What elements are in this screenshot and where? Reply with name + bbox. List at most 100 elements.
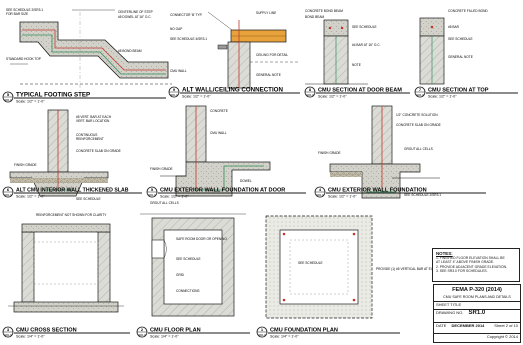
callout-d9-6: GENERAL NOTE: [256, 73, 281, 77]
detail-number-3: 3: [7, 327, 10, 332]
callout-d6-6: SEE SCHEDULE: [76, 197, 101, 201]
detail-scale-5: Scale: 1/2" = 1'-0": [16, 100, 45, 104]
callout-d8-3: #4 BAR AT 16" O.C.: [352, 43, 381, 47]
title-bar-detail-9: 9 SR1.0 ALT WALL/CEILING CONNECTION Scal…: [168, 87, 300, 99]
callout-d9-1: NO GAP: [170, 27, 182, 31]
title-bar-detail-5b: 5 SR1.0 CMU EXTERIOR WALL FOUNDATION AT …: [146, 186, 306, 199]
detail-number-2: 2: [141, 327, 144, 332]
sheet-title-label: SHEET TITLE: [436, 302, 462, 307]
callout-d5-0: SEE SCHEDULE 2/SR3.1: [6, 8, 43, 12]
detail-sheet-2: SR1.0: [138, 333, 146, 337]
detail-wall-ceiling-connection: [207, 11, 300, 89]
callout-d5-5: #5 BOND BEAM: [118, 49, 142, 53]
copyright-text: Copyright © 2014: [486, 334, 518, 339]
detail-title-3: CMU CROSS SECTION: [16, 328, 77, 334]
callout-d4-1: CONCRETE SLAB ON GRADE: [396, 123, 441, 127]
detail-sheet-6: SR1.0: [4, 193, 12, 197]
callout-d8-0: CONCRETE BOND BEAM: [305, 9, 343, 13]
detail-ext-wall-foundation-door: [160, 105, 271, 197]
title-bar-detail-8: 8 SR1.0 CMU SECTION AT DOOR BEAM Scale: …: [304, 86, 410, 99]
callout-d5-1: FOR BAR SIZE: [6, 12, 28, 16]
callout-d7-0: CONCRETE FILLED BOND: [448, 9, 488, 13]
detail-sheet-5: SR1.0: [4, 98, 12, 102]
callout-d5b-0: CONCRETE: [210, 109, 228, 113]
detail-number-6: 6: [7, 187, 10, 192]
detail-title-5b: CMU EXTERIOR WALL FOUNDATION AT DOOR: [160, 188, 285, 194]
detail-scale-5b: Scale: 1/2" = 1'-0": [160, 195, 189, 199]
callout-d4-3: GROUT ALL CELLS: [404, 147, 433, 151]
sheet-of: Sheet 2 of 10: [494, 323, 518, 328]
title-bar-detail-1: 1 SR1.0 CMU FOUNDATION PLAN Scale: 1/4" …: [256, 326, 400, 339]
detail-title-7: CMU SECTION AT TOP: [428, 88, 489, 94]
callout-d4-4: SEE SCHEDULE 2/SR3.1: [404, 193, 441, 197]
detail-number-9: 9: [173, 87, 176, 92]
callout-d3-0: REINFORCEMENT NOT SHOWN FOR CLARITY: [36, 213, 107, 217]
callout-d5b-3: DOWEL: [240, 179, 252, 183]
detail-cmu-section-door-beam: [305, 19, 368, 85]
callout-d5b-4: GROUT ALL CELLS: [150, 201, 179, 205]
callout-d4-2: FINISH GRADE: [318, 151, 341, 155]
detail-cmu-foundation-plan: [265, 215, 373, 319]
callout-d9-2: SEE SCHEDULE 4/SR3.1: [170, 37, 207, 41]
detail-title-8: CMU SECTION AT DOOR BEAM: [318, 88, 402, 94]
detail-sheet-4: SR1.0: [316, 193, 324, 197]
callout-d8-2: BOND BEAM: [305, 15, 324, 19]
callout-d2-2: GRID: [176, 273, 185, 277]
detail-thickened-slab: [9, 109, 109, 197]
callout-d7-2: SEE SCHEDULE: [448, 37, 473, 41]
detail-cmu-floor-plan: [140, 213, 246, 317]
detail-title-4: CMU EXTERIOR WALL FOUNDATION: [328, 188, 427, 194]
detail-scale-2: Scale: 1/4" = 1'-0": [150, 335, 179, 339]
notes-item: 2. PROVIDE ADJACENT GRADE ELEVATION.: [436, 264, 508, 269]
detail-sheet-3: SR1.0: [4, 333, 12, 337]
callout-d6-3: REINFORCEMENT: [76, 137, 104, 141]
callout-d2-1: SEE SCHEDULE: [176, 257, 201, 261]
detail-typical-footing-step: [10, 9, 172, 92]
callout-d9-5: CMU WALL: [170, 69, 187, 73]
callout-d2-0: SAFE ROOM DOOR OR OPENING: [176, 237, 227, 241]
callout-d7-1: #5 BAR: [448, 25, 460, 29]
callout-d5-3: #5 DOWEL AT 16" O.C.: [118, 15, 152, 19]
detail-sheet-7: SR1.0: [416, 93, 424, 97]
detail-sheet-9: SR1.0: [170, 93, 178, 97]
title-block-sheet-title-label: SHEET TITLE: [434, 301, 520, 308]
notes-box: NOTES: 1. FINISHED FLOOR ELEVATION SHALL…: [432, 248, 520, 282]
detail-scale-4: Scale: 1/2" = 1'-0": [328, 195, 357, 199]
callout-d5-4: STANDARD HOOK TOP: [6, 57, 41, 61]
title-bar-detail-3: 3 SR1.0 CMU CROSS SECTION Scale: 1/4" = …: [2, 326, 130, 339]
callout-d1-0: PROVIDE (1) #5 VERTICAL BAR AT EVERY COR…: [376, 267, 455, 271]
callout-d4-0: 1/2" CONCRETE SOLUTION: [396, 113, 438, 117]
detail-cmu-cross-section: [8, 223, 124, 313]
detail-sheet-1: SR1.0: [258, 333, 266, 337]
detail-sheet-5b: SR1.0: [148, 193, 156, 197]
title-bar-detail-5: 5 SR1.0 TYPICAL FOOTING STEP Scale: 1/2"…: [2, 92, 166, 104]
callout-d7-3: GENERAL NOTE: [448, 55, 473, 59]
date-label: DATE: [436, 323, 447, 328]
title-block-copyright: Copyright © 2014: [434, 333, 520, 343]
title-block-header: FEMA P-320 (2014): [452, 287, 502, 293]
notes-title: NOTES:: [436, 251, 453, 256]
detail-number-5b: 5: [151, 187, 154, 192]
detail-cmu-section-top: [419, 17, 445, 85]
callout-d5-2: CENTERLINE OF STEP: [118, 10, 153, 14]
detail-title-6: ALT CMU INTERIOR WALL THICKENED SLAB: [16, 188, 129, 194]
callout-d9-0: CONNECTOR 'B' TYP.: [170, 13, 202, 17]
detail-title-5: TYPICAL FOOTING STEP: [16, 92, 90, 99]
title-block-date: DATE DECEMBER 2014 Sheet 2 of 10: [434, 322, 520, 332]
title-bar-detail-7: 7 SR1.0 CMU SECTION AT TOP Scale: 1/2" =…: [414, 86, 518, 99]
drawing-no-value: SR1.0: [468, 310, 486, 316]
callout-d1-1: SEE SCHEDULE: [298, 261, 323, 265]
notes-item: 1. FINISHED FLOOR ELEVATION SHALL BE: [436, 256, 505, 260]
title-block-sheet-title: CMU SAFE ROOM PLANS AND DETAILS: [443, 295, 511, 299]
callout-d8-1: SEE SCHEDULE: [352, 25, 377, 29]
callout-d6-0: #5 VERT. BAR AT EACH: [76, 115, 112, 119]
title-bar-detail-6: 6 SR1.0 ALT CMU INTERIOR WALL THICKENED …: [2, 186, 142, 199]
callout-d9-3: SUPPLY LINE: [256, 11, 276, 15]
notes-item: AT LEAST 4" ABOVE FINISH GRADE.: [436, 260, 495, 265]
date-value: DECEMBER 2014: [451, 323, 485, 328]
callout-d8-4: NOTE: [352, 63, 361, 67]
detail-ext-wall-foundation: [329, 105, 440, 199]
title-bar-detail-4: 4 SR1.0 CMU EXTERIOR WALL FOUNDATION Sca…: [314, 186, 486, 199]
detail-title-9: ALT WALL/CEILING CONNECTION: [182, 87, 283, 94]
